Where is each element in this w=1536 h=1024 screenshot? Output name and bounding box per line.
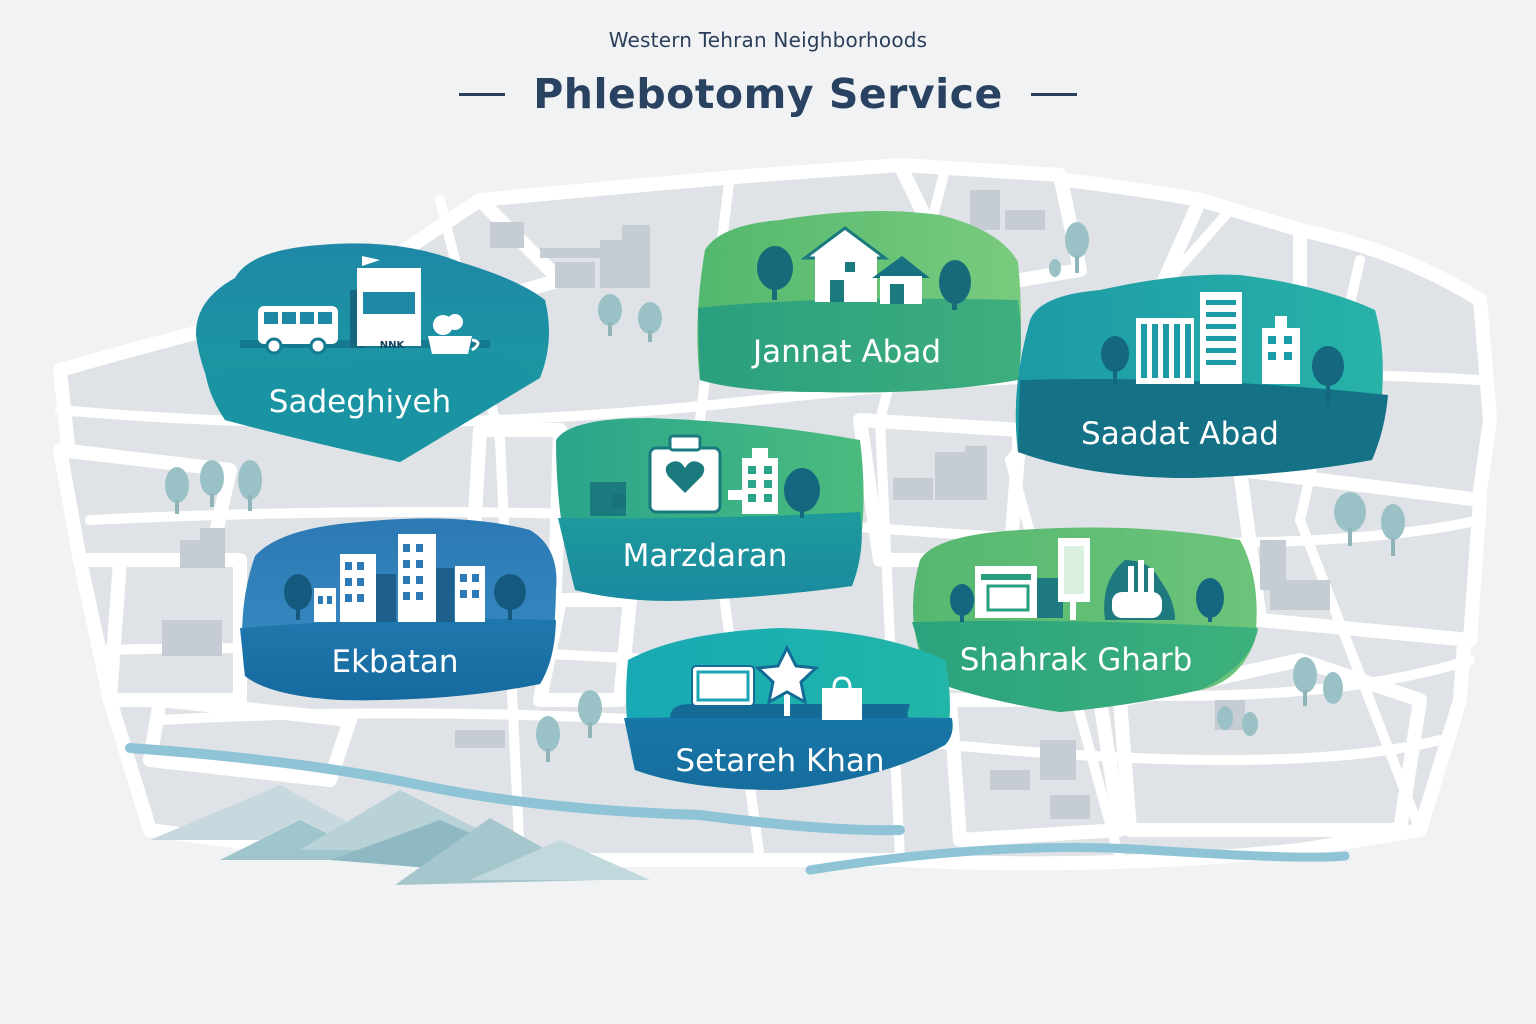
- apartment-complex-icon: [284, 534, 526, 622]
- region-marzdaran[interactable]: Marzdaran: [556, 418, 864, 601]
- region-shahrak-gharb[interactable]: Shahrak Gharb: [912, 527, 1258, 712]
- river: [125, 743, 1350, 875]
- title-row: Phlebotomy Service: [0, 66, 1536, 122]
- map-title: Phlebotomy Service: [533, 70, 1003, 118]
- modern-building-icon: [950, 538, 1224, 622]
- region-jannat-abad[interactable]: Jannat Abad: [697, 211, 1021, 393]
- medical-heart-kit-icon: [590, 434, 820, 518]
- kiosk-sign: NNK: [380, 340, 406, 351]
- region-saadat-abad[interactable]: Saadat Abad: [1015, 274, 1388, 478]
- highrise-buildings-icon: [1101, 292, 1344, 406]
- map-subtitle: Western Tehran Neighborhoods: [608, 28, 928, 52]
- label-sadeghiyeh: Sadeghiyeh: [269, 384, 451, 420]
- region-setareh-khan[interactable]: Setareh Khan: [624, 628, 953, 790]
- header: Western Tehran Neighborhoods Phlebotomy …: [0, 0, 1536, 140]
- region-ekbatan[interactable]: Ekbatan: [240, 518, 557, 701]
- title-rule-right: [1030, 92, 1077, 96]
- label-shahrak-gharb: Shahrak Gharb: [960, 642, 1193, 678]
- bus-kiosk-cafe-icon: NNK: [240, 256, 490, 355]
- region-sadeghiyeh[interactable]: NNK Sadeghiyeh: [195, 243, 549, 462]
- title-rule-left: [459, 92, 506, 96]
- label-setareh-khan: Setareh Khan: [675, 743, 884, 779]
- houses-trees-icon: [757, 226, 971, 310]
- label-jannat-abad: Jannat Abad: [751, 334, 941, 370]
- mountains: [150, 785, 650, 885]
- label-ekbatan: Ekbatan: [331, 644, 458, 680]
- background-buildings: [162, 190, 1330, 819]
- label-marzdaran: Marzdaran: [623, 538, 788, 574]
- label-saadat-abad: Saadat Abad: [1081, 416, 1279, 452]
- background-trees: [165, 222, 1405, 762]
- star-shop-icon: [670, 644, 910, 720]
